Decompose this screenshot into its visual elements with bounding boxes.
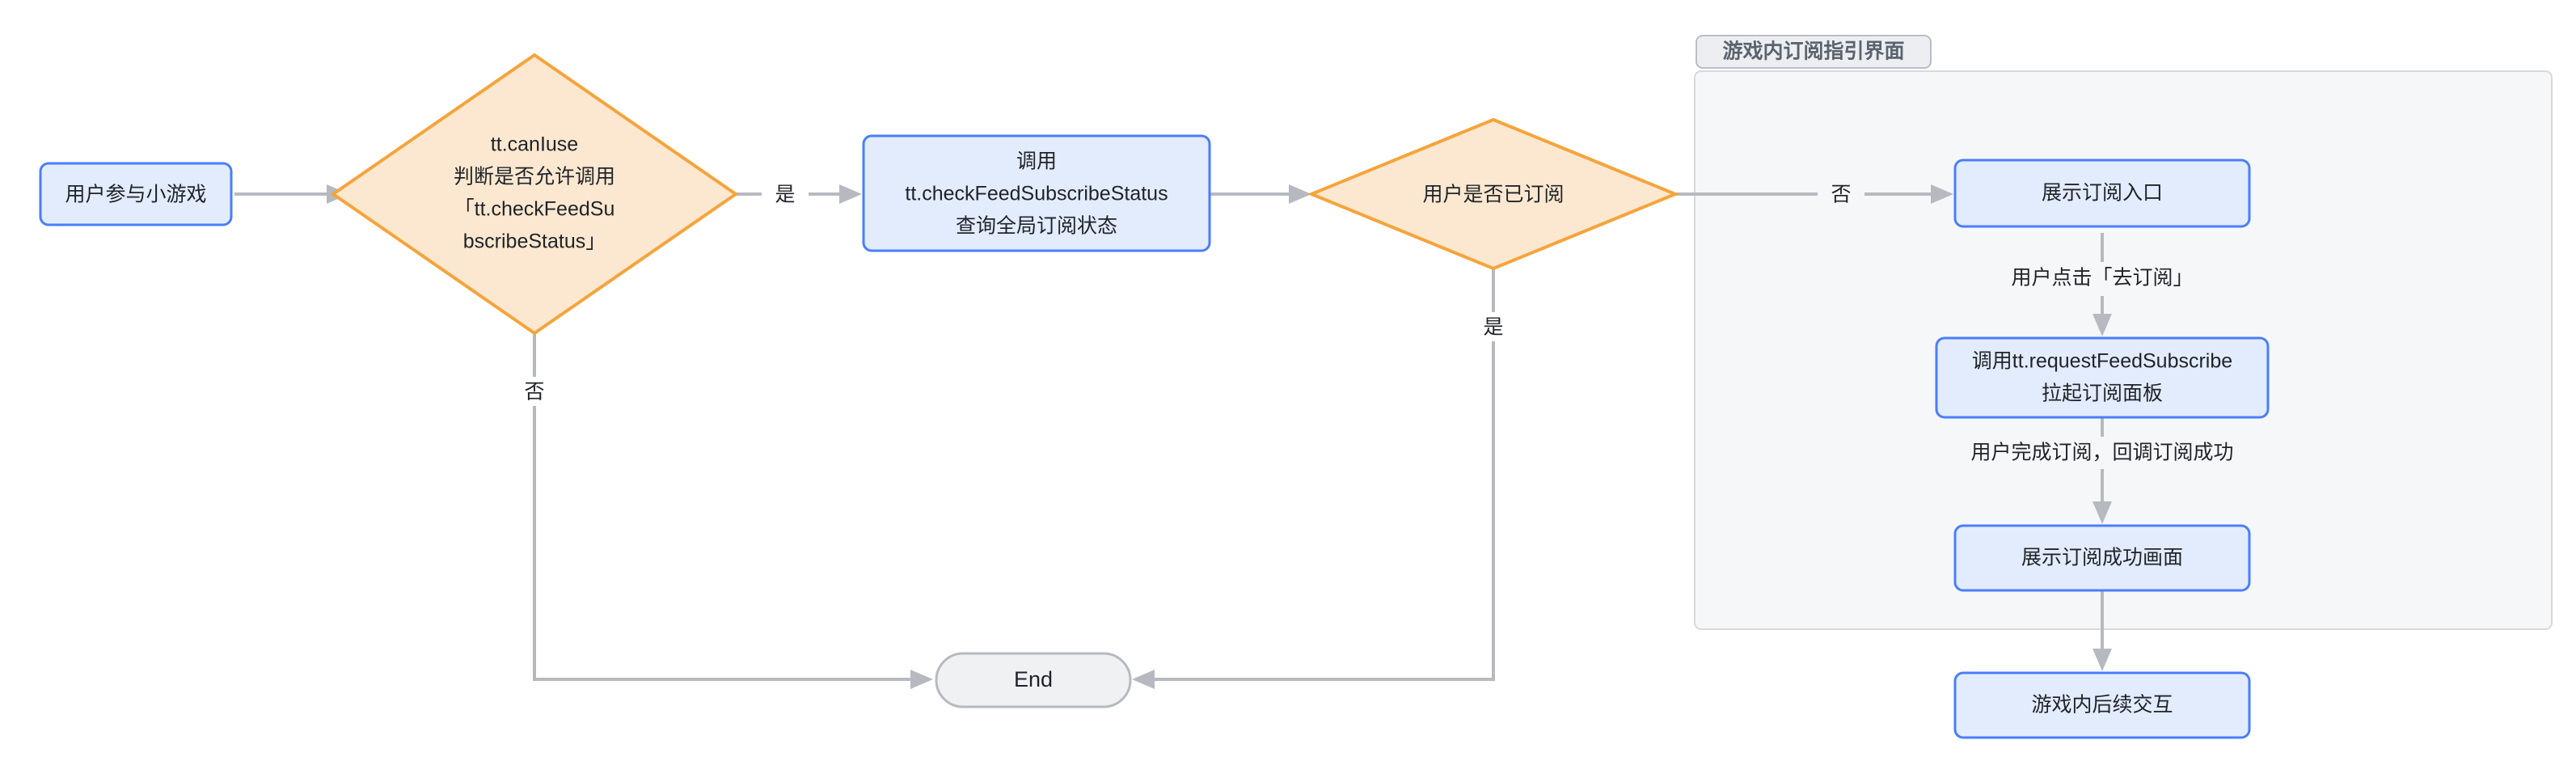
node-start-label: 用户参与小游戏 bbox=[65, 184, 206, 206]
edge-showentry-to-requestsubscribe: 用户点击「去订阅」 bbox=[1940, 233, 2264, 336]
edge-issubscribed-to-showentry: 否 bbox=[1675, 180, 1953, 209]
edge-label-no-caniuse: 否 bbox=[524, 381, 544, 404]
edge-requestsubscribe-to-showsuccess: 用户完成订阅，回调订阅成功 bbox=[1892, 404, 2312, 524]
node-check-status-line3: 查询全局订阅状态 bbox=[956, 215, 1117, 238]
edge-label-bg-click bbox=[1940, 262, 2264, 294]
node-start-shape[interactable] bbox=[39, 162, 233, 226]
edge-label-yes-issubscribed: 是 bbox=[1483, 316, 1503, 339]
edge-caniuse-to-end: 否 bbox=[511, 294, 933, 689]
node-can-iuse-line1: tt.canIuse bbox=[491, 133, 578, 156]
node-start[interactable]: 用户参与小游戏 bbox=[39, 162, 233, 226]
subgraph-title: 游戏内订阅指引界面 bbox=[1722, 40, 1904, 63]
node-can-iuse-shape[interactable] bbox=[330, 53, 739, 336]
edge-caniuse-to-checkstatus: 是 bbox=[736, 180, 862, 209]
node-show-entry-label: 展示订阅入口 bbox=[2042, 182, 2163, 205]
edge-label-bg-complete bbox=[1892, 437, 2312, 469]
node-request-subscribe[interactable]: 调用tt.requestFeedSubscribe 拉起订阅面板 bbox=[1935, 336, 2270, 419]
node-followup-shape[interactable] bbox=[1953, 671, 2251, 739]
node-show-entry-shape[interactable] bbox=[1953, 159, 2251, 228]
node-request-subscribe-shape[interactable] bbox=[1935, 336, 2270, 419]
node-can-iuse[interactable]: tt.canIuse 判断是否允许调用 「tt.checkFeedSu bscr… bbox=[330, 53, 739, 336]
node-check-status-line2: tt.checkFeedSubscribeStatus bbox=[905, 183, 1168, 205]
edge-showsuccess-to-followup bbox=[2092, 586, 2112, 671]
edge-label-bg-no-2 bbox=[1818, 180, 1864, 209]
node-end-label: End bbox=[1014, 667, 1053, 691]
node-check-status-line1: 调用 bbox=[1016, 150, 1057, 173]
node-end[interactable]: End bbox=[935, 652, 1132, 708]
node-can-iuse-line3: 「tt.checkFeedSu bbox=[454, 198, 615, 221]
node-followup[interactable]: 游戏内后续交互 bbox=[1953, 671, 2251, 739]
edge-label-no-issubscribed: 否 bbox=[1831, 184, 1851, 206]
node-show-success-shape[interactable] bbox=[1953, 524, 2251, 592]
node-request-subscribe-line1: 调用tt.requestFeedSubscribe bbox=[1972, 350, 2232, 373]
edge-label-bg-yes-1 bbox=[762, 180, 809, 209]
node-is-subscribed-shape[interactable] bbox=[1307, 117, 1680, 271]
node-followup-label: 游戏内后续交互 bbox=[2031, 694, 2173, 717]
edge-checkstatus-to-issubscribed bbox=[1210, 184, 1311, 204]
node-check-status-shape[interactable] bbox=[862, 134, 1211, 252]
node-show-entry[interactable]: 展示订阅入口 bbox=[1953, 159, 2251, 228]
node-show-success[interactable]: 展示订阅成功画面 bbox=[1953, 524, 2251, 592]
node-can-iuse-line2: 判断是否允许调用 bbox=[454, 166, 615, 188]
subgraph-label-chip bbox=[1696, 35, 1932, 69]
node-request-subscribe-line2: 拉起订阅面板 bbox=[2042, 383, 2163, 405]
node-show-success-label: 展示订阅成功画面 bbox=[2021, 547, 2183, 569]
edge-label-bg-yes-2 bbox=[1470, 312, 1517, 341]
node-can-iuse-line4: bscribeStatus」 bbox=[463, 230, 606, 253]
edge-label-subscribe-success: 用户完成订阅，回调订阅成功 bbox=[1970, 442, 2233, 464]
edge-label-user-click-subscribe: 用户点击「去订阅」 bbox=[2011, 267, 2193, 290]
edge-label-bg-no-1 bbox=[511, 377, 558, 406]
edge-issubscribed-to-end: 是 bbox=[1132, 245, 1517, 689]
node-is-subscribed-label: 用户是否已订阅 bbox=[1422, 184, 1564, 206]
node-is-subscribed[interactable]: 用户是否已订阅 bbox=[1307, 117, 1680, 271]
node-check-status[interactable]: 调用 tt.checkFeedSubscribeStatus 查询全局订阅状态 bbox=[862, 134, 1211, 252]
edge-label-yes-caniuse: 是 bbox=[775, 184, 795, 206]
node-end-shape[interactable] bbox=[935, 652, 1132, 708]
